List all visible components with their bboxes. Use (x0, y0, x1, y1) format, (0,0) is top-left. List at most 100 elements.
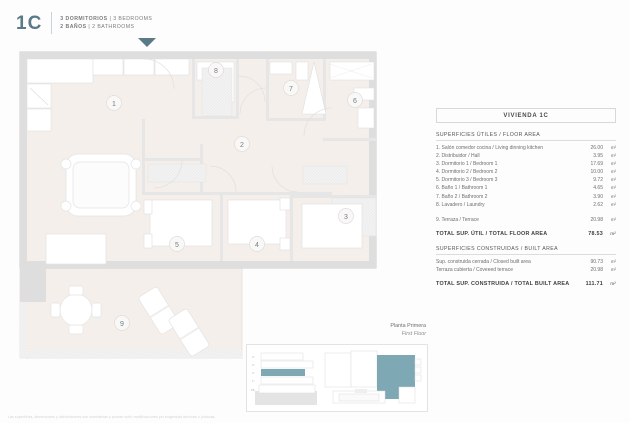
key-plan-section: 4ª 3ª 2ª 1ª PB (251, 352, 317, 405)
door-swings (143, 58, 333, 193)
area-row-label: 3. Dormitorio 1 / Bedroom 1 (436, 161, 498, 168)
terrace-furniture (50, 285, 210, 357)
room-marker-2: 2 (234, 136, 250, 152)
area-row-label: 6. Baño 1 / Bathroom 1 (436, 185, 488, 192)
header-divider (51, 12, 53, 34)
svg-text:1: 1 (112, 101, 116, 108)
panel-title: VIVIENDA 1C (436, 108, 616, 123)
area-row-value: 17.69 (590, 161, 603, 168)
room-marker-8: 8 (208, 62, 224, 78)
area-schedule-panel: VIVIENDA 1C SUPERFICIES ÚTILES / FLOOR A… (436, 108, 616, 296)
area-row-value: 4.65 (593, 185, 603, 192)
room-marker-3: 3 (338, 208, 354, 224)
area-row-label: 5. Dormitorio 3 / Bedroom 3 (436, 177, 498, 184)
total-built-unit: m² (610, 281, 616, 287)
area-row-label: 2. Distribuidor / Hall (436, 153, 480, 160)
svg-text:2: 2 (240, 142, 244, 149)
svg-text:3: 3 (344, 214, 348, 221)
built-row-label: Terraza cubierta / Coveeed terrace (436, 266, 513, 273)
area-row-value: 9.72 (593, 177, 603, 184)
area-row: 7. Baño 2 / Bathroom 2 3.90 m² (436, 193, 616, 201)
bedrooms-es: 3 DORMITORIOS (60, 16, 108, 22)
area-row-label: 7. Baño 2 / Bathroom 2 (436, 193, 488, 200)
room-number-labels: 1 2 3 4 5 6 7 8 9 (106, 62, 363, 331)
sep-1: | (109, 16, 112, 22)
room-marker-6: 6 (347, 92, 363, 108)
area-row-value: 26.00 (590, 145, 603, 151)
svg-text:PB: PB (251, 388, 255, 392)
svg-text:1ª: 1ª (252, 379, 254, 383)
room-marker-9: 9 (114, 315, 130, 331)
svg-text:5: 5 (175, 242, 179, 249)
terrace-row-value: 20.98 (590, 216, 603, 223)
built-row: Sup. construida cerrada / Closed built a… (436, 258, 616, 266)
floor-plan-drawing: 1 2 3 4 5 6 7 8 9 (14, 48, 426, 360)
area-row-unit: m² (610, 177, 616, 183)
highlighted-unit-block (377, 355, 415, 387)
total-built-label: TOTAL SUP. CONSTRUIDA / TOTAL BUILT AREA (436, 281, 570, 288)
built-row-unit: m² (610, 258, 616, 264)
total-floor-label: TOTAL SUP. ÚTIL / TOTAL FLOOR AREA (436, 230, 548, 237)
terrace-row-unit: m² (610, 216, 616, 222)
total-floor-area-row: TOTAL SUP. ÚTIL / TOTAL FLOOR AREA 78.53… (436, 231, 616, 237)
key-plan-site (324, 350, 422, 404)
svg-text:6: 6 (353, 98, 357, 105)
bathrooms-es: 2 BAÑOS (60, 24, 87, 30)
total-built-value: 111.71 (585, 281, 603, 288)
terrace-row-label: 9. Terraza / Terrace (436, 216, 479, 223)
area-row-unit: m² (610, 153, 616, 159)
floor-level-es: Planta Primera (390, 323, 426, 329)
area-row: 6. Baño 1 / Bathroom 1 4.65 m² (436, 184, 616, 192)
area-row-label: 1. Salón comedor cocina / Living dinning… (436, 145, 544, 151)
floor-level-en: First Floor (401, 331, 426, 338)
terrace-area-row: 9. Terraza / Terrace 20.98 m² (436, 216, 616, 224)
total-floor-value: 78.53 (588, 230, 603, 237)
built-area-section-header: SUPERFICIES CONSTRUIDAS / BUILT AREA (436, 246, 616, 255)
floor-area-rows: 1. Salón comedor cocina / Living dinning… (436, 144, 616, 209)
area-row-value: 3.90 (593, 193, 603, 200)
bedrooms-line: 3 DORMITORIOS | 3 BEDROOMS (60, 16, 152, 22)
legal-disclaimer: Las superficies, dimensiones y distribuc… (8, 415, 216, 419)
floor-area-section-header: SUPERFICIES ÚTILES / FLOOR AREA (436, 132, 616, 141)
area-row: 3. Dormitorio 1 / Bedroom 1 17.69 m² (436, 160, 616, 168)
highlighted-floor-bar (261, 369, 305, 376)
area-row: 1. Salón comedor cocina / Living dinning… (436, 144, 616, 152)
built-area-rows: Sup. construida cerrada / Closed built a… (436, 258, 616, 274)
area-row-value: 10.00 (590, 169, 603, 176)
terrace-railing (20, 266, 242, 358)
bathroom-1-fixtures (329, 61, 375, 129)
bathroom-2-fixtures (269, 61, 327, 115)
svg-text:4ª: 4ª (252, 355, 254, 359)
room-marker-4: 4 (249, 236, 265, 252)
area-row: 2. Distribuidor / Hall 3.95 m² (436, 152, 616, 160)
svg-text:7: 7 (289, 86, 293, 93)
built-row-unit: m² (610, 266, 616, 272)
bathrooms-en: 2 BATHROOMS (92, 24, 135, 30)
area-row-value: 2.62 (593, 201, 603, 208)
sep-2: | (88, 24, 91, 30)
bedrooms-en: 3 BEDROOMS (113, 16, 153, 22)
built-row-value: 90.73 (590, 258, 603, 265)
exterior-walls (20, 52, 376, 268)
area-row-label: 4. Dormitorio 2 / Bedroom 2 (436, 169, 498, 176)
area-row: 5. Dormitorio 3 / Bedroom 3 9.72 m² (436, 176, 616, 184)
area-row-unit: m² (610, 169, 616, 175)
svg-text:9: 9 (120, 321, 124, 328)
svg-text:4: 4 (255, 242, 259, 249)
built-row-label: Sup. construida cerrada / Closed built a… (436, 258, 531, 265)
key-plan: 4ª 3ª 2ª 1ª PB (246, 344, 428, 412)
svg-text:2ª: 2ª (252, 371, 254, 375)
area-row-value: 3.95 (593, 153, 603, 160)
built-row-value: 20.98 (590, 266, 603, 273)
floor-level-label: Planta Primera First Floor (352, 322, 426, 338)
room-marker-1: 1 (106, 95, 122, 111)
area-row-unit: m² (610, 193, 616, 199)
svg-text:3ª: 3ª (252, 363, 254, 367)
panel-spacer-1 (436, 209, 616, 216)
unit-code: 1C (16, 12, 43, 34)
total-built-area-row: TOTAL SUP. CONSTRUIDA / TOTAL BUILT AREA… (436, 281, 616, 287)
north-arrow-icon (138, 38, 156, 47)
interior-walls (142, 59, 376, 261)
bathrooms-line: 2 BAÑOS | 2 BATHROOMS (60, 24, 152, 30)
